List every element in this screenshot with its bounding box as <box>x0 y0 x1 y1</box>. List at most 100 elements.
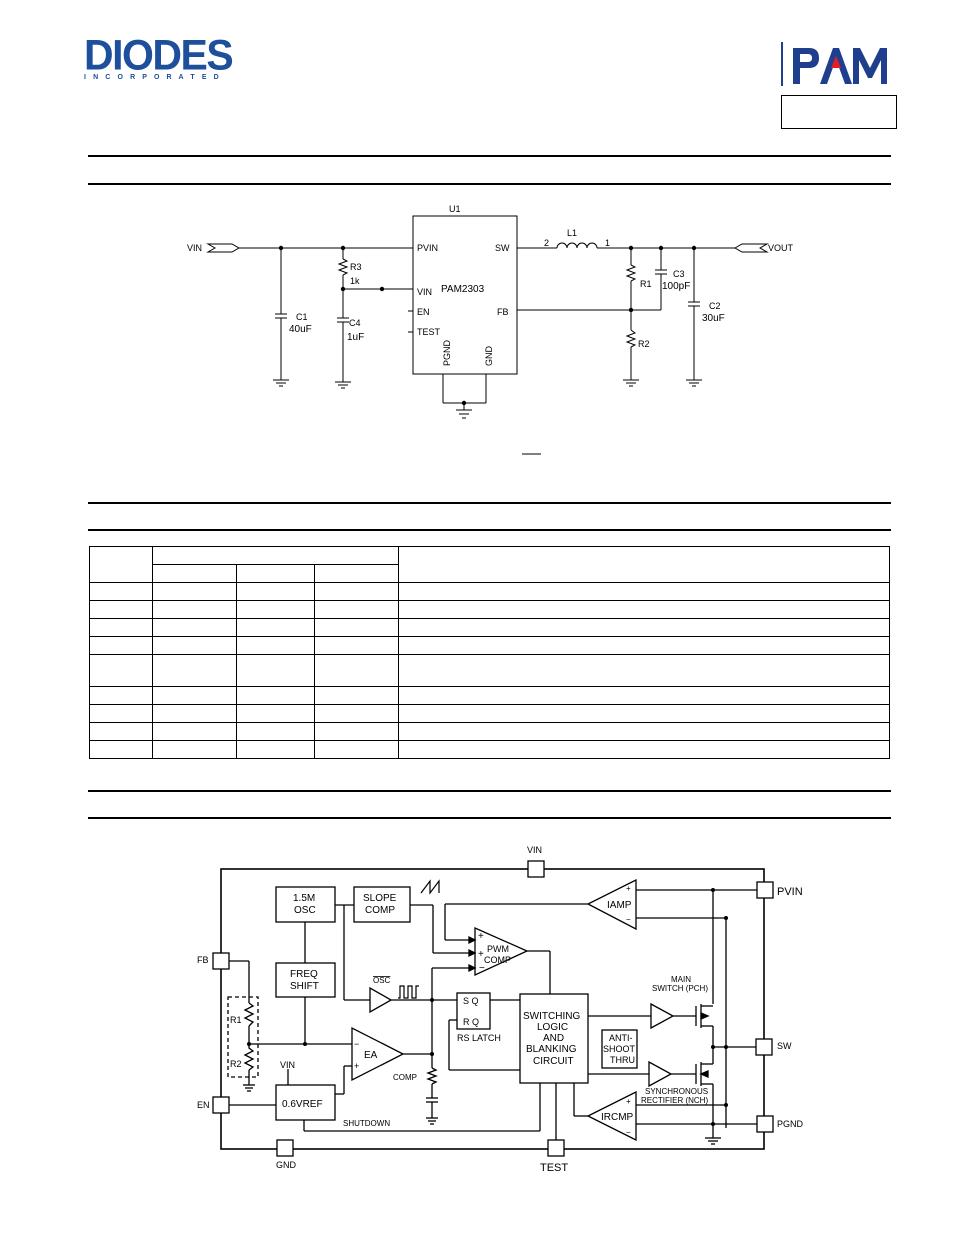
bd-sw-label: SW <box>777 1041 792 1051</box>
c3-value: 100pF <box>662 281 690 292</box>
anti-line3: THRU <box>610 1055 635 1065</box>
chip-outline <box>220 868 765 1150</box>
shutdown-label: SHUTDOWN <box>343 1119 390 1128</box>
bd-r1-label: R1 <box>230 1015 242 1025</box>
pin-gnd-square <box>276 1139 294 1157</box>
vref-label: 0.6VREF <box>282 1099 323 1110</box>
table-row <box>89 722 890 741</box>
section-rule <box>88 183 891 185</box>
bd-fb-label: FB <box>197 955 209 965</box>
pin-en: EN <box>417 307 430 317</box>
freq-line2: SHIFT <box>290 981 319 992</box>
osc-buffer <box>369 986 393 1014</box>
bd-gnd-label: GND <box>276 1160 297 1170</box>
table-cell <box>152 564 237 583</box>
pam-logo-mark <box>793 48 887 84</box>
rs-latch-block <box>456 992 491 1030</box>
section-rule <box>88 529 891 531</box>
switching-line5: CIRCUIT <box>533 1056 574 1067</box>
slope-line2: COMP <box>365 905 395 916</box>
vout-label: VOUT <box>768 243 794 253</box>
sync-rect-line2: RECTIFIER (NCH) <box>641 1096 708 1105</box>
bd-en-label: EN <box>197 1100 210 1110</box>
freq-line1: FREQ <box>290 969 318 980</box>
main-switch-line1: MAIN <box>671 975 691 984</box>
bd-vin-label: VIN <box>527 845 542 855</box>
rq-label: R Q <box>463 1017 479 1027</box>
pin-pgnd: PGND <box>442 339 452 366</box>
switching-line1: SWITCHING <box>523 1011 580 1022</box>
c2-value: 30uF <box>702 313 725 324</box>
pwm-plus-2: + <box>478 949 484 960</box>
pin-fb-square <box>212 952 230 970</box>
application-circuit: U1 PAM2303 PVIN VIN EN TEST SW FB PGND G… <box>187 204 794 455</box>
block-diagram: VIN PVIN SW PGND FB EN GND TEST 1.5M OSC… <box>197 845 804 1174</box>
inductor-l1 <box>556 242 598 249</box>
switching-line4: BLANKING <box>526 1044 577 1055</box>
pin-pvin: PVIN <box>417 243 438 253</box>
switching-line3: AND <box>543 1033 564 1044</box>
ea-minus: − <box>354 1039 359 1049</box>
pin-test: TEST <box>417 327 441 337</box>
pin-vin: VIN <box>417 287 432 297</box>
pin-description-table <box>89 546 890 759</box>
part-number-box <box>781 95 897 129</box>
ea-triangle <box>351 1026 405 1082</box>
ea-plus: + <box>354 1061 359 1071</box>
table-row <box>89 582 890 601</box>
pwm-comp-triangle <box>474 927 529 977</box>
table-row <box>89 618 890 637</box>
pam-logo <box>781 42 896 90</box>
osc-line2: OSC <box>294 905 316 916</box>
ic-part-label: PAM2303 <box>441 284 485 295</box>
pin-sw-square <box>755 1038 773 1056</box>
rs-latch-label: RS LATCH <box>457 1033 501 1043</box>
pin-test-square <box>547 1139 565 1157</box>
ircmp-label: IRCMP <box>601 1112 634 1123</box>
bd-pgnd-label: PGND <box>777 1119 804 1129</box>
table-cell <box>89 546 153 583</box>
table-cell <box>151 546 400 565</box>
osc-bar-label: OSC <box>373 976 391 985</box>
main-switch-line2: SWITCH (PCH) <box>652 984 708 993</box>
vin-connector <box>206 243 241 253</box>
diodes-logo-subtext: I N C O R P O R A T E D <box>84 74 222 81</box>
r3-value: 1k <box>350 276 360 286</box>
bd-test-label: TEST <box>540 1162 568 1174</box>
switching-logic-block <box>519 993 589 1084</box>
iamp-triangle <box>586 878 637 931</box>
sq-label: S Q <box>463 996 479 1006</box>
anti-shoot-block <box>601 1029 638 1069</box>
c4-label: C4 <box>349 318 361 328</box>
vref-block <box>275 1084 336 1121</box>
comp-label: COMP <box>393 1073 417 1082</box>
section-rule <box>88 502 891 504</box>
pin-en-square <box>212 1096 230 1114</box>
vout-connector <box>733 243 769 253</box>
c1-value: 40uF <box>289 324 312 335</box>
vin-label: VIN <box>187 243 202 253</box>
pin-pvin-square <box>756 881 774 899</box>
ircmp-plus: + <box>626 1097 631 1106</box>
bd-pvin-label: PVIN <box>777 886 803 898</box>
osc-line1: 1.5M <box>293 893 315 904</box>
table-row <box>89 600 890 619</box>
u1-label: U1 <box>449 204 461 214</box>
anti-line2: SHOOT <box>603 1044 636 1054</box>
pam-logo-divider <box>781 42 783 86</box>
anti-line1: ANTI- <box>609 1033 633 1043</box>
iamp-label: IAMP <box>607 900 632 911</box>
table-cell <box>398 546 890 583</box>
table-row <box>89 740 890 759</box>
ircmp-minus: − <box>626 1128 631 1137</box>
table-row <box>89 654 890 687</box>
pwm-line1: PWM <box>487 944 509 954</box>
pin-pgnd-square <box>756 1115 774 1133</box>
pin-sw: SW <box>495 243 510 253</box>
ircmp-triangle <box>586 1090 637 1142</box>
switching-line2: LOGIC <box>537 1022 568 1033</box>
table-row <box>89 704 890 723</box>
c1-label: C1 <box>296 312 308 322</box>
ic-body <box>412 215 518 375</box>
r3-label: R3 <box>350 262 362 272</box>
